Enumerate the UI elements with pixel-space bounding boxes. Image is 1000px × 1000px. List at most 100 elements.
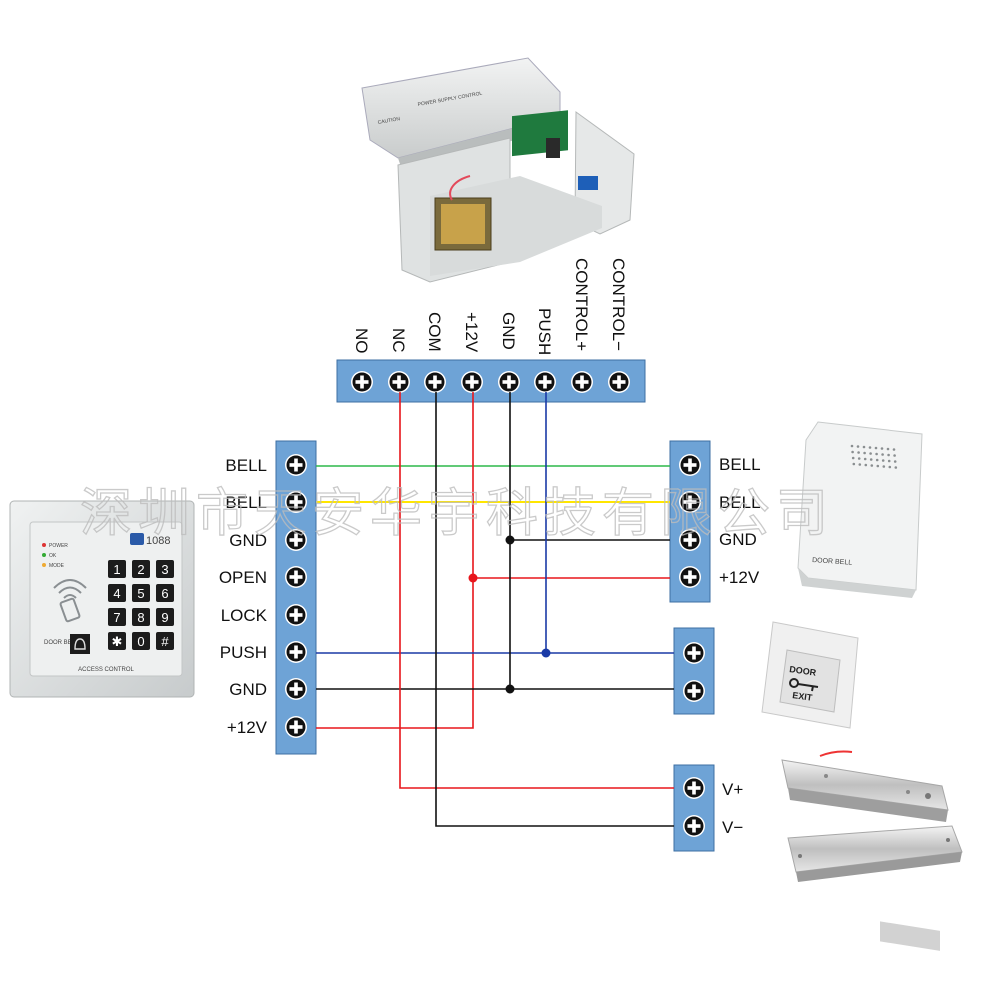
grille-hole	[874, 446, 878, 450]
terminal-label-push: PUSH	[535, 308, 554, 355]
keypad-key	[132, 608, 150, 626]
lock-label-v-minus: V−	[722, 818, 743, 837]
exit-button-terminal-block	[673, 627, 715, 715]
grille-hole	[852, 462, 856, 466]
controller-terminal-labels: NO NC COM +12V GND PUSH CONTROL+ CONTROL…	[352, 258, 628, 355]
keypad-label-gnd-2: GND	[229, 680, 267, 699]
led-label-ok: OK	[49, 553, 57, 559]
doorbell-picture: DOOR BELL	[797, 421, 923, 598]
doorbell-label-gnd: GND	[719, 530, 757, 549]
grille-hole	[894, 466, 898, 469]
grille-hole	[876, 464, 880, 468]
doorbell-label-bell-2: BELL	[719, 493, 761, 512]
wires	[316, 392, 674, 827]
grille-hole	[881, 459, 885, 462]
grille-hole	[863, 451, 866, 455]
keypad-label-push: PUSH	[220, 643, 267, 662]
grille-hole	[850, 444, 854, 448]
keypad-key-label: ✱	[112, 634, 123, 649]
grille-hole	[864, 463, 868, 467]
keypad-key-label: #	[161, 634, 169, 649]
key-icon	[789, 678, 819, 692]
grille-hole	[870, 464, 874, 467]
keypad-key-label: 7	[113, 610, 120, 625]
keypad-key	[108, 632, 126, 650]
keypad-key	[132, 560, 150, 578]
grille-hole	[875, 452, 878, 456]
speaker-grille-icon	[850, 444, 898, 469]
junction-12v	[468, 573, 478, 583]
exit-button-picture: DOOR EXIT	[761, 621, 859, 729]
grille-hole	[858, 463, 862, 466]
keypad-key-label: 8	[137, 610, 144, 625]
power-supply-picture: POWER SUPPLY CONTROL CAUTION	[361, 57, 635, 283]
terminal-label-no: NO	[352, 328, 371, 354]
terminal-label-12v: +12V	[462, 312, 481, 353]
lock-terminal-block: V+ V−	[673, 764, 743, 852]
grille-hole	[857, 457, 861, 460]
terminal-label-control-minus: CONTROL−	[609, 258, 628, 351]
keypad-label-gnd-1: GND	[229, 531, 267, 550]
grille-hole	[862, 445, 866, 449]
junction-gnd-bottom	[505, 684, 515, 694]
doorbell-label: DOOR BELL	[812, 557, 853, 567]
keypad-key	[108, 608, 126, 626]
grille-hole	[851, 450, 854, 454]
keypad-key-label: 5	[137, 586, 144, 601]
grille-hole	[869, 458, 873, 461]
keypad-label-bell-2: BELL	[225, 493, 267, 512]
keypad-label-12v: +12V	[227, 718, 268, 737]
keypad-key-label: 2	[137, 562, 144, 577]
exit-button-line1: DOOR	[789, 664, 818, 678]
led-label-power: POWER	[49, 543, 68, 549]
grille-hole	[863, 457, 867, 461]
keypad-key	[108, 560, 126, 578]
grille-hole	[851, 456, 855, 460]
keypad-brand: 1088	[146, 535, 170, 547]
keypad-bell-label: DOOR BELL	[44, 640, 79, 646]
doorbell-terminal-block: BELL BELL GND +12V	[669, 440, 761, 603]
wire-nc-lock	[399, 392, 674, 789]
doorbell-label-12v: +12V	[719, 568, 760, 587]
grille-hole	[881, 453, 884, 456]
terminal-label-nc: NC	[389, 328, 408, 353]
magnetic-lock-picture	[787, 825, 963, 882]
brand-logo-icon	[130, 533, 144, 545]
keypad-key	[108, 584, 126, 602]
wire-12v-keypad	[316, 578, 474, 729]
junction-gnd-top	[505, 535, 515, 545]
grille-hole	[887, 453, 890, 457]
terminal-label-com: COM	[425, 312, 444, 352]
grille-hole	[875, 458, 879, 462]
grille-hole	[869, 452, 872, 455]
keypad-terminal-block	[275, 440, 317, 755]
keypad-key	[156, 560, 174, 578]
keypad-key	[132, 584, 150, 602]
keypad-key-label: 0	[137, 634, 144, 649]
grille-hole	[888, 465, 892, 469]
exit-button-line2: EXIT	[792, 690, 814, 703]
grille-hole	[882, 465, 886, 468]
bell-icon	[70, 634, 90, 654]
junction-push	[541, 648, 551, 658]
keypad-footer: ACCESS CONTROL	[78, 667, 134, 673]
watermark-text: 深圳市天安华宇科技有限公司	[80, 484, 834, 544]
keypad-key-label: 4	[113, 586, 120, 601]
doorbell-label-bell-1: BELL	[719, 455, 761, 474]
wire-com-lock	[435, 392, 674, 827]
grille-hole	[857, 451, 860, 454]
keypad-label-lock: LOCK	[221, 606, 268, 625]
grille-hole	[893, 460, 897, 463]
keypad-label-open: OPEN	[219, 568, 267, 587]
grille-hole	[892, 448, 896, 451]
keypad-key-label: 3	[161, 562, 168, 577]
grille-hole	[856, 445, 860, 448]
grille-hole	[886, 447, 890, 451]
keypad-key-label: 6	[161, 586, 168, 601]
grille-hole	[893, 454, 896, 457]
led-label-mode: MODE	[49, 563, 65, 569]
lock-label-v-plus: V+	[722, 780, 743, 799]
